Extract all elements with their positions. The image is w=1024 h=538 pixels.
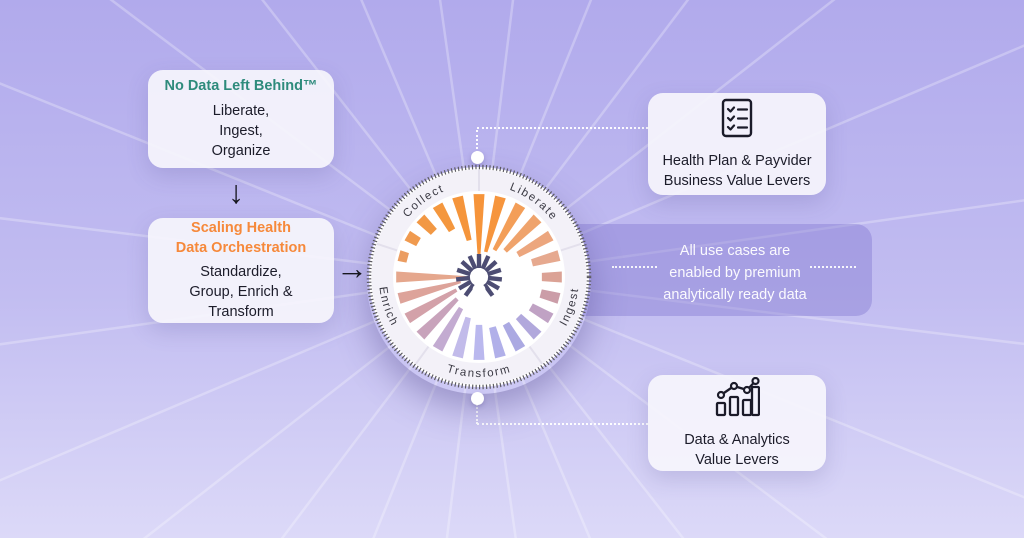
down-arrow-icon: ↓ (228, 174, 244, 210)
band-line: analytically ready data (663, 287, 807, 303)
card2-line: Transform (208, 304, 274, 321)
wheel-segment-label: Transform (445, 363, 512, 380)
card-bottom-line: Data & Analytics (684, 431, 790, 448)
card2-line: Standardize, (200, 264, 282, 281)
bottom-connector-dot (471, 392, 484, 405)
card2-line: Group, Enrich & (189, 284, 293, 301)
card2-title-line1: Scaling Health (191, 219, 291, 236)
card-data-analytics-value-levers: Data & Analytics Value Levers (648, 375, 826, 471)
card-health-plan-value-levers: Health Plan & Payvider Business Value Le… (648, 93, 826, 195)
band-left-dashes (612, 266, 657, 268)
band-line: enabled by premium (669, 265, 801, 281)
right-arrow-icon: → (336, 250, 368, 286)
top-connector-horizontal (477, 127, 648, 129)
band-right-dashes (810, 266, 856, 268)
card-no-data-left-behind: No Data Left Behind™ Liberate, Ingest, O… (148, 70, 334, 168)
checklist-icon (721, 98, 753, 143)
card1-line: Ingest, (219, 122, 263, 139)
use-cases-band-text: All use cases are enabled by premium ana… (645, 240, 825, 306)
use-cases-band (560, 224, 872, 316)
card1-line: Liberate, (212, 102, 270, 119)
top-connector-dot (471, 151, 484, 164)
bottom-connector-horizontal (477, 423, 648, 425)
analytics-icon (714, 376, 761, 422)
card-top-line: Health Plan & Payvider (662, 152, 812, 169)
card1-line: Organize (211, 142, 271, 159)
card1-title: No Data Left Behind™ (164, 78, 318, 95)
top-connector-vertical (476, 130, 478, 153)
card-scaling-health-data-orchestration: Scaling Health Data Orchestration Standa… (148, 218, 334, 323)
bottom-connector-vertical (476, 404, 478, 424)
card-top-line: Business Value Levers (663, 172, 811, 189)
card-bottom-line: Value Levers (695, 451, 779, 468)
band-line: All use cases are (679, 243, 791, 259)
card2-title-line2: Data Orchestration (175, 239, 307, 256)
